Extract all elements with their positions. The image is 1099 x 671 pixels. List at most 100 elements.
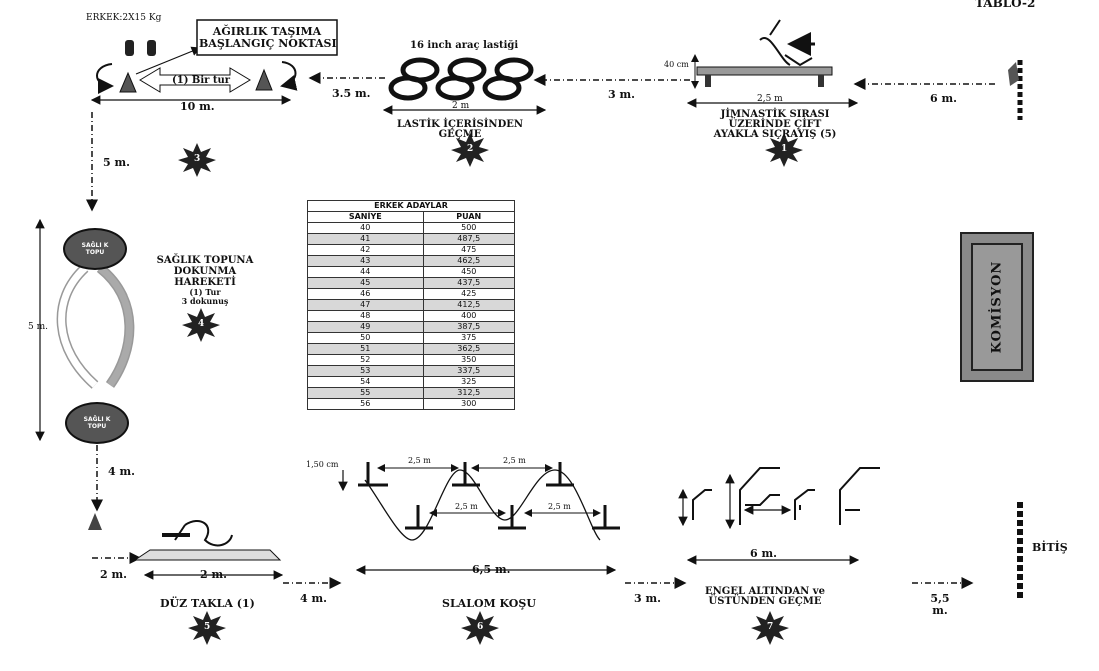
- tires-width: 2 m: [452, 101, 470, 111]
- slalom-spacing-2: 2,5 m: [503, 456, 526, 465]
- health-ball-station: [35, 218, 135, 442]
- station-badge-3: [178, 143, 216, 177]
- station-badge-5: [188, 611, 226, 645]
- seconds-cell: 49: [307, 321, 424, 333]
- committee-label: KOMİSYON: [989, 260, 1005, 354]
- distance-3-5m: 3.5 m.: [332, 87, 371, 100]
- seconds-cell: 56: [307, 398, 424, 410]
- distance-3m-top: 3 m.: [608, 88, 635, 101]
- seconds-cell: 45: [307, 277, 424, 289]
- seconds-cell: 40: [307, 222, 424, 234]
- roll-mat-length: 2 m.: [200, 568, 227, 581]
- weight-note: ERKEK:2X15 Kg: [86, 13, 162, 23]
- roll-distance-after: 4 m.: [300, 592, 327, 605]
- points-cell: 475: [422, 244, 516, 256]
- slalom-station: [338, 462, 620, 575]
- station-badge-7: [751, 611, 789, 645]
- points-cell: 437,5: [422, 277, 516, 289]
- points-cell: 325: [422, 376, 516, 388]
- station-badge-1: [765, 133, 803, 167]
- seconds-cell: 43: [307, 255, 424, 267]
- station-number-7: 7: [767, 622, 774, 632]
- points-cell: 300: [422, 398, 516, 410]
- one-lap-label: (1) Bir tur: [172, 75, 231, 86]
- points-cell: 350: [422, 354, 516, 366]
- points-cell: 400: [422, 310, 516, 322]
- seconds-cell: 53: [307, 365, 424, 377]
- distance-5m-left: 5 m.: [103, 156, 130, 169]
- slalom-spacing-3: 2,5 m: [455, 502, 478, 511]
- seconds-cell: 55: [307, 387, 424, 399]
- distance-4m-left: 4 m.: [108, 465, 135, 478]
- slalom-spacing-4: 2,5 m: [548, 502, 571, 511]
- station-badge-4: [182, 308, 220, 342]
- points-cell: 387,5: [422, 321, 516, 333]
- slalom-spacing-1: 2,5 m: [408, 456, 431, 465]
- seconds-cell: 50: [307, 332, 424, 344]
- score-table-title: ERKEK ADAYLAR: [307, 200, 515, 212]
- table-label: TABLO-2: [975, 0, 1036, 10]
- bench-length: 2,5 m: [757, 94, 783, 104]
- seconds-cell: 52: [307, 354, 424, 366]
- points-cell: 462,5: [422, 255, 516, 267]
- seconds-cell: 44: [307, 266, 424, 278]
- station-badge-2: [451, 133, 489, 167]
- bench-station: [686, 19, 859, 108]
- slalom-height: 1,50 cm: [306, 460, 339, 469]
- seconds-cell: 41: [307, 233, 424, 245]
- start-post: [1008, 60, 1023, 120]
- points-cell: 500: [422, 222, 516, 234]
- points-cell: 362,5: [422, 343, 516, 355]
- slalom-distance-after: 3 m.: [634, 592, 661, 605]
- seconds-cell: 48: [307, 310, 424, 322]
- points-cell: 425: [422, 288, 516, 300]
- slalom-caption: SLALOM KOŞU: [442, 597, 536, 610]
- roll-station: [88, 513, 284, 580]
- health-ball-bottom: SAĞLI K TOPU: [65, 402, 129, 444]
- seconds-cell: 47: [307, 299, 424, 311]
- station-number-4: 4: [198, 319, 205, 329]
- seconds-cell: 54: [307, 376, 424, 388]
- score-header-points: PUAN: [422, 211, 516, 223]
- score-header-seconds: SANİYE: [307, 211, 424, 223]
- points-cell: 312,5: [422, 387, 516, 399]
- committee-box: KOMİSYON: [960, 232, 1034, 382]
- tires-title: 16 inch araç lastiği: [410, 40, 519, 51]
- station-number-2: 2: [467, 144, 474, 154]
- seconds-cell: 51: [307, 343, 424, 355]
- station-number-5: 5: [204, 622, 211, 632]
- station-number-3: 3: [194, 154, 201, 164]
- points-cell: 337,5: [422, 365, 516, 377]
- points-cell: 375: [422, 332, 516, 344]
- weight-station: [90, 40, 298, 105]
- station-number-6: 6: [477, 622, 484, 632]
- points-cell: 487,5: [422, 233, 516, 245]
- bench-height: 40 cm: [664, 60, 689, 69]
- station-badge-6: [461, 611, 499, 645]
- seconds-cell: 42: [307, 244, 424, 256]
